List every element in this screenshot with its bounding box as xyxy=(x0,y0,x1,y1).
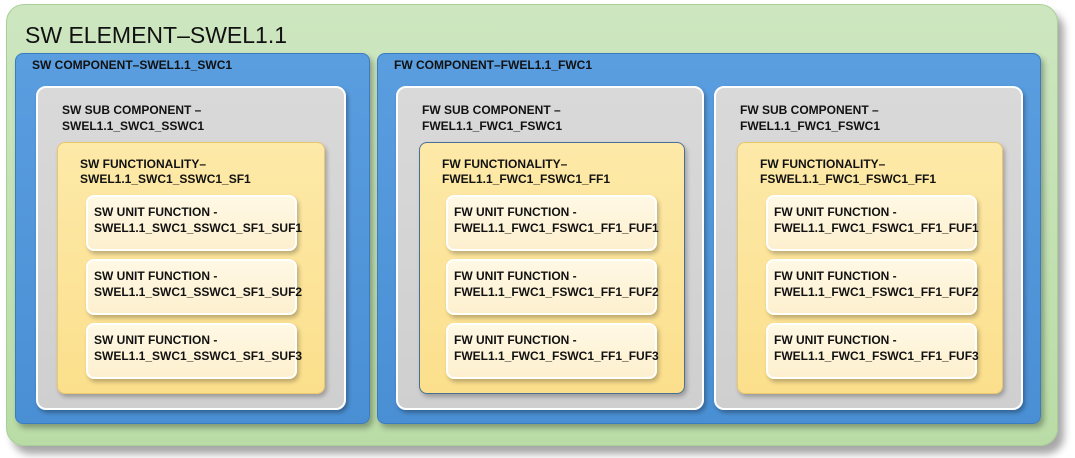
fw-sub-component-title: FW SUB COMPONENT – FWEL1.1_FWC1_FSWC1 xyxy=(740,103,881,133)
unit-function-label: SW UNIT FUNCTION - SWEL1.1_SWC1_SSWC1_SF… xyxy=(94,269,303,299)
fw-unit-function-1b: FW UNIT FUNCTION - FWEL1.1_FWC1_FSWC1_FF… xyxy=(446,259,659,315)
sw-unit-function-3: SW UNIT FUNCTION - SWEL1.1_SWC1_SSWC1_SF… xyxy=(86,323,302,379)
fw-unit-function-2c: FW UNIT FUNCTION - FWEL1.1_FWC1_FSWC1_FF… xyxy=(766,323,979,379)
fw-unit-function-1a: FW UNIT FUNCTION - FWEL1.1_FWC1_FSWC1_FF… xyxy=(446,195,659,251)
unit-function-label: FW UNIT FUNCTION - FWEL1.1_FWC1_FSWC1_FF… xyxy=(774,269,979,299)
fw-unit-function-1c: FW UNIT FUNCTION - FWEL1.1_FWC1_FSWC1_FF… xyxy=(446,323,659,379)
fw-functionality-title: FW FUNCTIONALITY– FWEL1.1_FWC1_FSWC1_FF1 xyxy=(442,157,611,186)
sw-sub-component-title: SW SUB COMPONENT – SWEL1.1_SWC1_SSWC1 xyxy=(62,103,205,133)
sw-functionality-title: SW FUNCTIONALITY– SWEL1.1_SWC1_SSWC1_SF1 xyxy=(80,157,251,186)
unit-function-label: FW UNIT FUNCTION - FWEL1.1_FWC1_FSWC1_FF… xyxy=(774,333,979,363)
sw-element-title: SW ELEMENT–SWEL1.1 xyxy=(25,22,288,48)
sw-component-title: SW COMPONENT–SWEL1.1_SWC1 xyxy=(32,58,233,72)
fw-component-title: FW COMPONENT–FWEL1.1_FWC1 xyxy=(394,58,593,72)
sw-unit-function-1: SW UNIT FUNCTION - SWEL1.1_SWC1_SSWC1_SF… xyxy=(86,195,302,251)
unit-function-label: FW UNIT FUNCTION - FWEL1.1_FWC1_FSWC1_FF… xyxy=(454,205,659,235)
sw-unit-function-2: SW UNIT FUNCTION - SWEL1.1_SWC1_SSWC1_SF… xyxy=(86,259,302,315)
unit-function-label: FW UNIT FUNCTION - FWEL1.1_FWC1_FSWC1_FF… xyxy=(454,333,659,363)
fw-unit-function-2b: FW UNIT FUNCTION - FWEL1.1_FWC1_FSWC1_FF… xyxy=(766,259,979,315)
unit-function-label: FW UNIT FUNCTION - FWEL1.1_FWC1_FSWC1_FF… xyxy=(454,269,659,299)
fw-unit-function-2a: FW UNIT FUNCTION - FWEL1.1_FWC1_FSWC1_FF… xyxy=(766,195,979,251)
unit-function-label: SW UNIT FUNCTION - SWEL1.1_SWC1_SSWC1_SF… xyxy=(94,205,303,235)
unit-function-label: FW UNIT FUNCTION - FWEL1.1_FWC1_FSWC1_FF… xyxy=(774,205,979,235)
unit-function-label: SW UNIT FUNCTION - SWEL1.1_SWC1_SSWC1_SF… xyxy=(94,333,303,363)
fw-sub-component-title: FW SUB COMPONENT – FWEL1.1_FWC1_FSWC1 xyxy=(422,103,563,133)
fw-functionality-title: FW FUNCTIONALITY– FSWEL1.1_FWC1_FSWC1_FF… xyxy=(760,157,937,186)
